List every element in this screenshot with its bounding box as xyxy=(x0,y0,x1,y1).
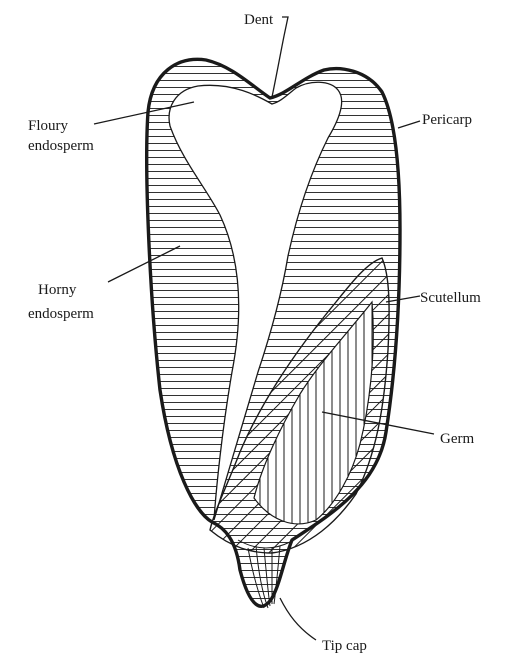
label-horny-endosperm: endosperm xyxy=(28,306,94,322)
dent-leader xyxy=(272,17,288,97)
label-floury: Floury xyxy=(28,118,69,134)
label-tip-cap: Tip cap xyxy=(322,638,367,654)
label-horny: Horny xyxy=(38,282,77,298)
tip-cap-leader xyxy=(280,598,316,640)
label-pericarp: Pericarp xyxy=(422,112,472,128)
label-scutellum: Scutellum xyxy=(420,290,481,306)
label-floury-endosperm: endosperm xyxy=(28,138,94,154)
label-germ: Germ xyxy=(440,431,474,447)
pericarp-leader xyxy=(398,121,420,128)
label-dent: Dent xyxy=(244,12,274,28)
